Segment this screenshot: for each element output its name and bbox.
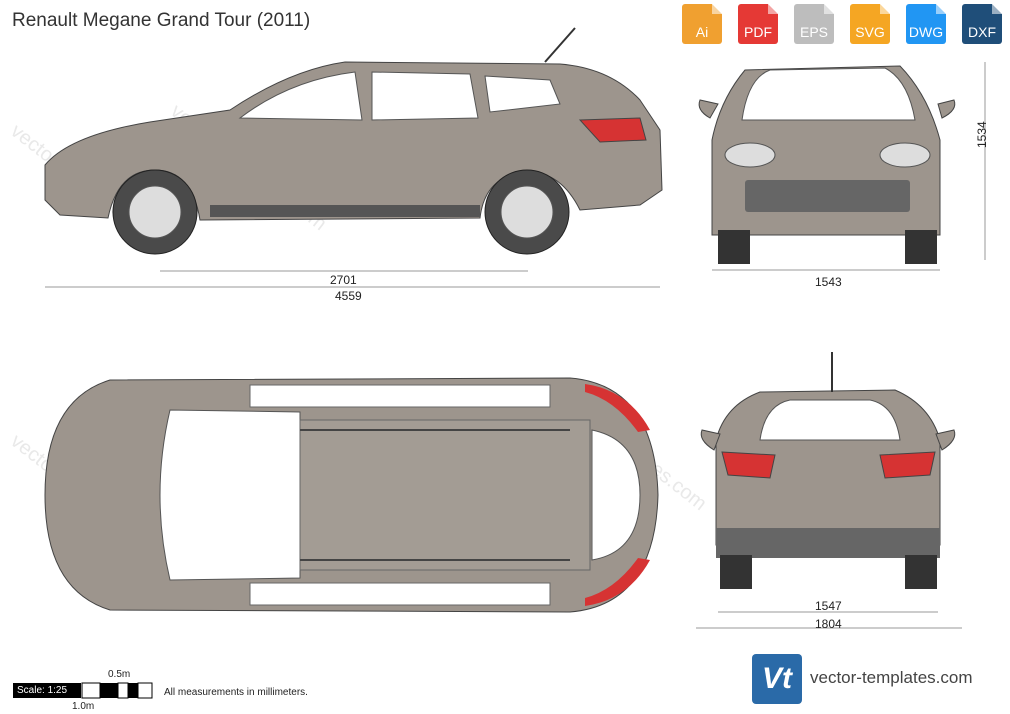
units-note: All measurements in millimeters. — [164, 687, 308, 698]
top-view — [44, 377, 659, 613]
front-headlight-right — [879, 142, 931, 168]
rear-tail-light-left — [721, 451, 776, 479]
top-roof — [299, 419, 591, 571]
scale-half: 0.5m — [108, 669, 131, 680]
side-window-rear — [484, 75, 561, 113]
format-label: EPS — [799, 24, 828, 40]
format-badges: Ai PDF EPS SVG DWG DXF — [676, 4, 1008, 44]
top-tail-light-lower — [585, 558, 650, 606]
front-windshield — [741, 67, 916, 121]
rear-bumper — [716, 528, 940, 558]
side-window-front — [238, 71, 363, 121]
front-headlight-left — [724, 142, 776, 168]
format-label: DXF — [968, 24, 996, 40]
brand-logo[interactable]: Vt — [752, 654, 802, 704]
format-label: Ai — [695, 24, 709, 40]
format-dwg-button[interactable]: DWG — [900, 4, 952, 44]
side-tail-light — [578, 117, 647, 143]
dim-width: 1804 — [815, 617, 842, 631]
side-window-middle — [371, 71, 479, 121]
dim-wheelbase: 2701 — [330, 273, 357, 287]
rear-view — [696, 352, 962, 629]
top-rear-window — [591, 429, 641, 561]
top-tail-light-upper — [585, 384, 650, 432]
front-view — [698, 62, 986, 271]
top-windshield — [159, 409, 301, 581]
format-pdf-button[interactable]: PDF — [732, 4, 784, 44]
format-eps-button[interactable]: EPS — [788, 4, 840, 44]
dim-length: 4559 — [335, 289, 362, 303]
rear-window — [759, 399, 901, 441]
site-link[interactable]: vector-templates.com — [810, 668, 973, 687]
side-view — [44, 27, 663, 288]
front-grille — [745, 180, 910, 212]
format-label: DWG — [908, 24, 944, 40]
dim-front-track: 1543 — [815, 275, 842, 289]
format-label: SVG — [855, 24, 885, 40]
scale-full: 1.0m — [72, 701, 95, 712]
format-ai-button[interactable]: Ai — [676, 4, 728, 44]
page-title: Renault Megane Grand Tour (2011) — [12, 10, 311, 31]
format-svg-button[interactable]: SVG — [844, 4, 896, 44]
format-dxf-button[interactable]: DXF — [956, 4, 1008, 44]
dim-rear-track: 1547 — [815, 599, 842, 613]
format-label: PDF — [744, 24, 772, 40]
dim-height: 1534 — [975, 121, 989, 148]
rear-tail-light-right — [879, 451, 936, 479]
side-sill — [210, 205, 480, 217]
scale-label: Scale: 1:25 — [13, 683, 81, 698]
